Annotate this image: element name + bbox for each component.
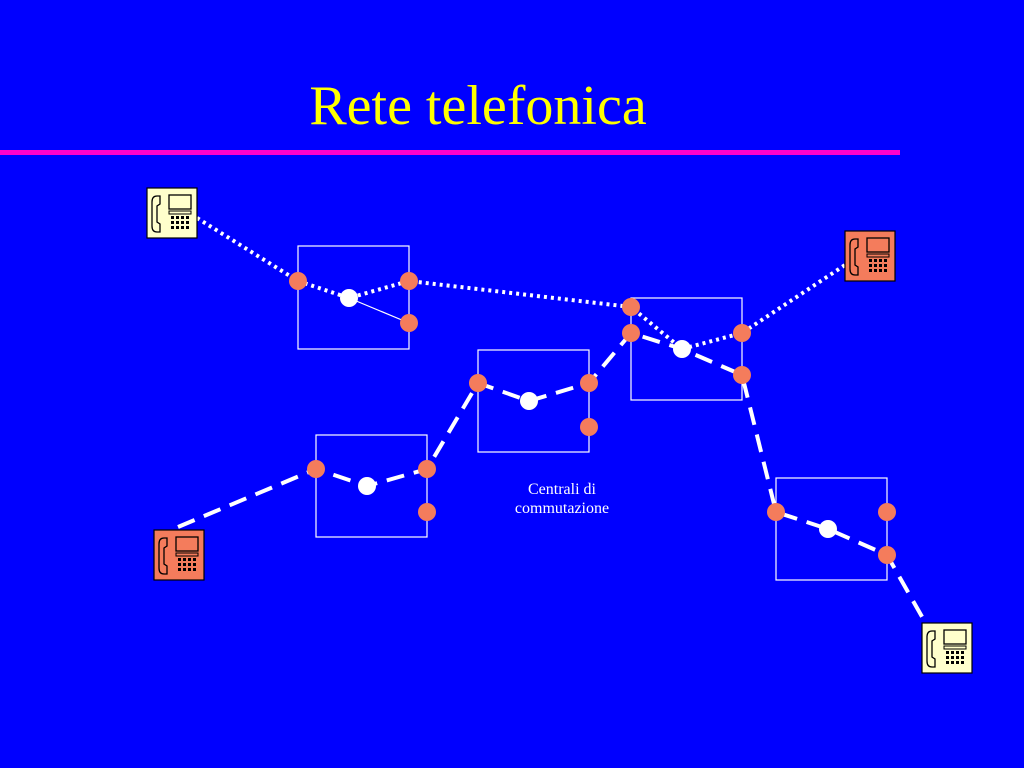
switch-point	[340, 289, 358, 307]
port-node	[767, 503, 785, 521]
port-node	[878, 546, 896, 564]
port-node	[418, 460, 436, 478]
port-node	[622, 298, 640, 316]
internal-link	[348, 297, 410, 324]
port-node	[289, 272, 307, 290]
telephone-icon	[844, 230, 896, 282]
port-node	[622, 324, 640, 342]
port-node	[733, 324, 751, 342]
switch-point	[819, 520, 837, 538]
port-node	[418, 503, 436, 521]
telephone-icon	[921, 622, 973, 674]
telephone-icon	[153, 529, 205, 581]
switch-point	[673, 340, 691, 358]
telephone-icon	[146, 187, 198, 239]
port-node	[400, 314, 418, 332]
page-title: Rete telefonica	[309, 75, 647, 137]
port-node	[469, 374, 487, 392]
exchange-box-1	[297, 245, 410, 350]
switch-point	[520, 392, 538, 410]
switch-point	[358, 477, 376, 495]
port-node	[878, 503, 896, 521]
exchange-box-4	[315, 434, 428, 538]
exchange-box-3	[630, 297, 743, 401]
dashed-connection	[177, 330, 927, 623]
exchange-box-5	[775, 477, 888, 581]
port-node	[400, 272, 418, 290]
caption-line-2: commutazione	[514, 500, 610, 518]
port-node	[580, 418, 598, 436]
port-node	[307, 460, 325, 478]
port-node	[733, 366, 751, 384]
port-node	[580, 374, 598, 392]
caption-line-1: Centrali di	[528, 481, 596, 498]
exchange-box-2	[477, 349, 590, 453]
exchange-caption: Centrali di commutazione	[492, 480, 632, 518]
title-underline	[0, 150, 900, 155]
